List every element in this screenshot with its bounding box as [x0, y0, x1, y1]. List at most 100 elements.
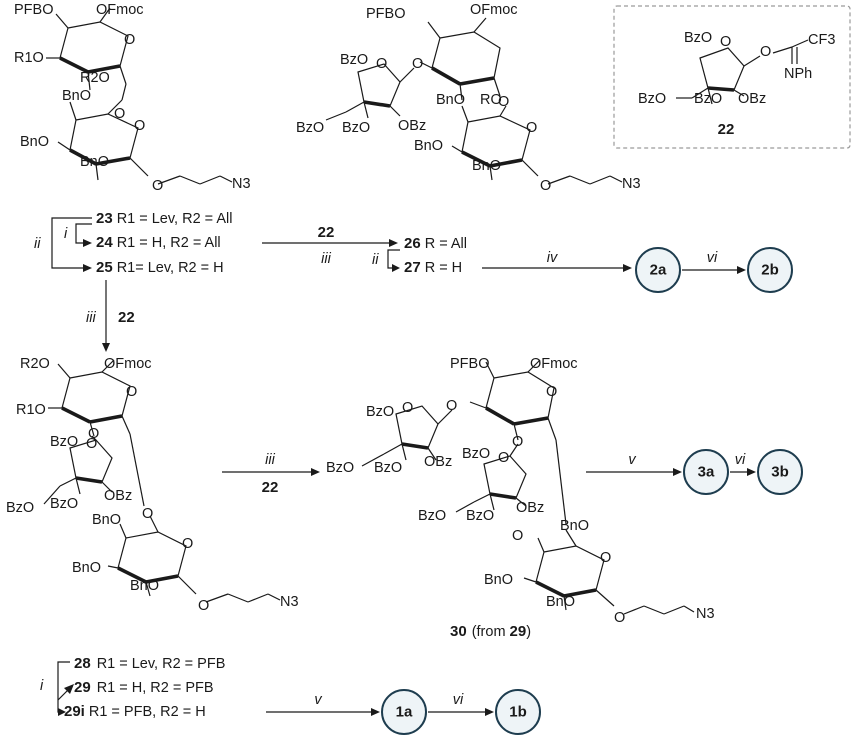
- reagent-iv-label: iv: [547, 250, 558, 266]
- o-label: O: [114, 106, 125, 122]
- o-label: O: [152, 178, 163, 194]
- product-1b-label: 1b: [509, 704, 527, 721]
- obz-label: OBz: [424, 454, 452, 470]
- bzo-label: BzO: [418, 508, 446, 524]
- bno-label: BnO: [62, 88, 91, 104]
- r2o-label: R2O: [80, 70, 110, 86]
- reagent-iii-label: iii: [86, 310, 96, 326]
- reagent-vi-label: vi: [707, 250, 718, 266]
- structure-top-left: PFBO OFmoc O R1O R2O BnO O BnO BnO O O N…: [14, 2, 251, 194]
- o-label: O: [446, 398, 457, 414]
- ofmoc-label: OFmoc: [530, 356, 578, 372]
- bzo-label: BzO: [466, 508, 494, 524]
- bzo-label: BzO: [50, 434, 78, 450]
- arrow-iii-mid: iii 22: [222, 452, 320, 496]
- product-3b-circle: [757, 449, 803, 495]
- arrow-ii-26-27: [387, 249, 400, 269]
- reagent-v-label: v: [314, 692, 322, 708]
- structure-mid-left: R2O OFmoc R1O O BzO O O BzO BzO OBz BnO …: [6, 356, 299, 614]
- reagent-i-label: i: [64, 226, 68, 242]
- donor-22-label: 22: [262, 479, 279, 496]
- reagent-vi-label: vi: [735, 452, 746, 468]
- o-label: O: [540, 178, 551, 194]
- bzo-label: BzO: [340, 52, 368, 68]
- reagent-vi-label: vi: [453, 692, 464, 708]
- arrow-i-23-24: [75, 223, 92, 244]
- reagent-i-label: i: [40, 678, 44, 694]
- product-2b-circle: [747, 247, 793, 293]
- ring-oxygen-label: O: [86, 436, 97, 452]
- ring-oxygen-label: O: [498, 450, 509, 466]
- structure-mid-right: PFBO OFmoc BzO O O O BzO BzO OBz BzO O O…: [326, 356, 715, 640]
- ro-label: RO: [480, 92, 502, 108]
- r1o-label: R1O: [16, 402, 46, 418]
- bno-label: BnO: [414, 138, 443, 154]
- bno-label: BnO: [546, 594, 575, 610]
- nph-label: NPh: [784, 66, 812, 82]
- bzo-label: BzO: [694, 91, 722, 107]
- obz-label: OBz: [104, 488, 132, 504]
- bno-label: BnO: [130, 578, 159, 594]
- pfbo-label: PFBO: [450, 356, 489, 372]
- product-2a-label: 2a: [650, 262, 667, 279]
- n3-label: N3: [696, 606, 715, 622]
- product-3b-label: 3b: [771, 464, 789, 481]
- ring-oxygen-label: O: [720, 34, 731, 50]
- ring-oxygen-label: O: [546, 384, 557, 400]
- ofmoc-label: OFmoc: [104, 356, 152, 372]
- o-label: BnO: [560, 518, 589, 534]
- reagent-ii-label: ii: [34, 236, 41, 252]
- reagent-box: BzO O O CF3 NPh BzO BzO OBz 22: [613, 5, 851, 149]
- cf3-label: CF3: [808, 32, 835, 48]
- product-3a-label: 3a: [698, 464, 715, 481]
- bno-label: BnO: [92, 512, 121, 528]
- ofmoc-label: OFmoc: [96, 2, 144, 18]
- product-2a-circle: [635, 247, 681, 293]
- ofmoc-label: OFmoc: [470, 2, 518, 18]
- bno-label: BnO: [472, 158, 501, 174]
- r2o-label: R2O: [20, 356, 50, 372]
- ring-oxygen-label: O: [134, 118, 145, 134]
- o-label: O: [760, 44, 771, 60]
- obz-label: OBz: [398, 118, 426, 134]
- dashed-box: [613, 5, 851, 149]
- ring-oxygen-label: O: [126, 384, 137, 400]
- bzo-label: BzO: [342, 120, 370, 136]
- o-label: O: [88, 426, 99, 442]
- bno-label: BnO: [436, 92, 465, 108]
- donor-22-label: 22: [118, 309, 135, 326]
- bzo-label: BzO: [50, 496, 78, 512]
- bno-label: BnO: [484, 572, 513, 588]
- pfbo-label: PFBO: [14, 2, 53, 18]
- o-label: O: [142, 506, 153, 522]
- obz-label: OBz: [738, 91, 766, 107]
- o-label: O: [498, 94, 509, 110]
- obz-label: OBz: [516, 500, 544, 516]
- bzo-label: BzO: [374, 460, 402, 476]
- structure-top-mid: PFBO OFmoc BzO O O RO BzO BzO OBz BnO O …: [296, 2, 641, 194]
- n3-label: N3: [622, 176, 641, 192]
- bzo-label: BzO: [638, 91, 666, 107]
- o-label: O: [198, 598, 209, 614]
- n3-label: N3: [232, 176, 251, 192]
- bzo-label: BzO: [462, 446, 490, 462]
- reagent-iii-label: iii: [265, 452, 275, 468]
- product-2b-label: 2b: [761, 262, 779, 279]
- bno-label: BnO: [80, 154, 109, 170]
- bno-label: BnO: [72, 560, 101, 576]
- ring-oxygen-label: O: [402, 400, 413, 416]
- pfbo-label: PFBO: [366, 6, 405, 22]
- reagent-ii-label: ii: [372, 252, 379, 268]
- bno-label: O: [512, 528, 523, 544]
- bzo-label: BzO: [326, 460, 354, 476]
